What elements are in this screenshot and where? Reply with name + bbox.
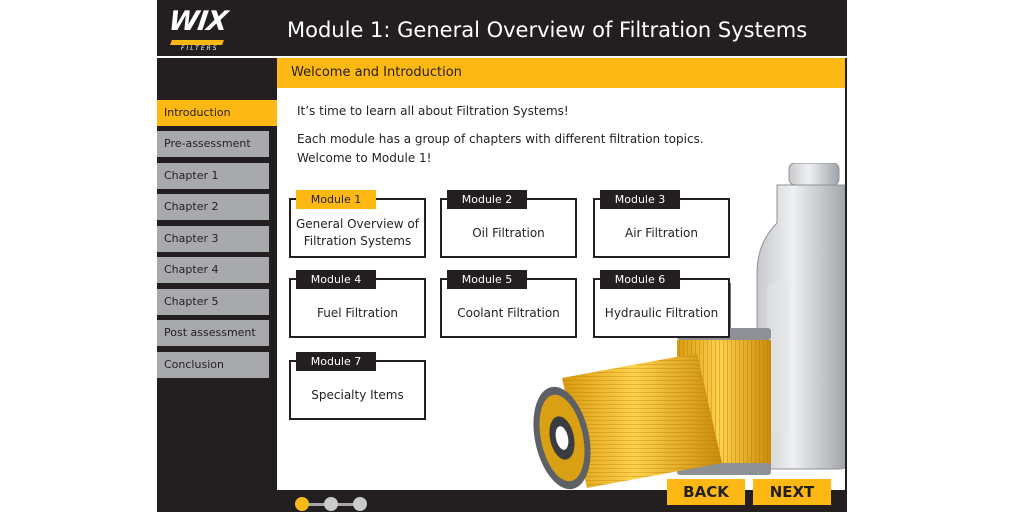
section-header: Welcome and Introduction xyxy=(277,58,845,88)
module-card-4[interactable]: Module 4 Fuel Filtration xyxy=(289,270,426,338)
module-card-3[interactable]: Module 3 Air Filtration xyxy=(593,190,730,258)
logo-wordmark: WIX xyxy=(166,6,229,37)
module-tag: Module 4 xyxy=(296,270,376,289)
module-card-7[interactable]: Module 7 Specialty Items xyxy=(289,352,426,420)
sidebar-item-chapter-5[interactable]: Chapter 5 xyxy=(157,289,269,315)
wix-filters-logo: WIX FILTERS xyxy=(166,6,229,52)
module-tag: Module 7 xyxy=(296,352,376,371)
module-title: Module 1: General Overview of Filtration… xyxy=(287,18,808,42)
module-card-1[interactable]: Module 1 General Overview of Filtration … xyxy=(289,190,426,258)
sidebar-item-chapter-2[interactable]: Chapter 2 xyxy=(157,194,269,220)
sidebar-item-pre-assessment[interactable]: Pre-assessment xyxy=(157,131,269,157)
intro-text-line-1: It’s time to learn all about Filtration … xyxy=(297,104,569,118)
course-player: WIX FILTERS Module 1: General Overview o… xyxy=(157,0,847,512)
section-title: Welcome and Introduction xyxy=(291,65,462,80)
module-tag: Module 2 xyxy=(447,190,527,209)
module-name: Coolant Filtration xyxy=(457,305,560,320)
module-name: General Overview of Filtration Systems xyxy=(296,217,419,248)
module-name: Specialty Items xyxy=(311,387,404,402)
sidebar-item-conclusion[interactable]: Conclusion xyxy=(157,352,269,378)
module-tag: Module 5 xyxy=(447,270,527,289)
slide-content: Welcome and Introduction It’s time to le… xyxy=(277,58,845,490)
progress-dot-3[interactable] xyxy=(353,497,367,511)
module-tag: Module 3 xyxy=(600,190,680,209)
progress-dot-1[interactable] xyxy=(295,497,309,511)
module-name: Oil Filtration xyxy=(472,225,545,240)
progress-dot-2[interactable] xyxy=(324,497,338,511)
oil-filters-and-bottle-illustration xyxy=(533,163,845,490)
sidebar-item-post-assessment[interactable]: Post assessment xyxy=(157,320,269,346)
sidebar-item-introduction[interactable]: Introduction xyxy=(157,100,278,126)
header-divider xyxy=(157,56,847,58)
module-card-6[interactable]: Module 6 Hydraulic Filtration xyxy=(593,270,730,338)
sidebar-item-chapter-1[interactable]: Chapter 1 xyxy=(157,163,269,189)
module-card-5[interactable]: Module 5 Coolant Filtration xyxy=(440,270,577,338)
next-button[interactable]: NEXT xyxy=(753,479,831,505)
module-tag: Module 6 xyxy=(600,270,680,289)
module-name: Fuel Filtration xyxy=(316,305,399,320)
sidebar-item-chapter-4[interactable]: Chapter 4 xyxy=(157,257,269,283)
module-name: Air Filtration xyxy=(625,225,698,240)
intro-text-line-3: Welcome to Module 1! xyxy=(297,151,432,165)
intro-text-line-2: Each module has a group of chapters with… xyxy=(297,132,704,146)
module-name: Hydraulic Filtration xyxy=(604,305,719,320)
module-tag: Module 1 xyxy=(296,190,376,209)
back-button[interactable]: BACK xyxy=(667,479,745,505)
logo-subtext: FILTERS xyxy=(181,45,219,52)
sidebar-item-chapter-3[interactable]: Chapter 3 xyxy=(157,226,269,252)
module-card-2[interactable]: Module 2 Oil Filtration xyxy=(440,190,577,258)
